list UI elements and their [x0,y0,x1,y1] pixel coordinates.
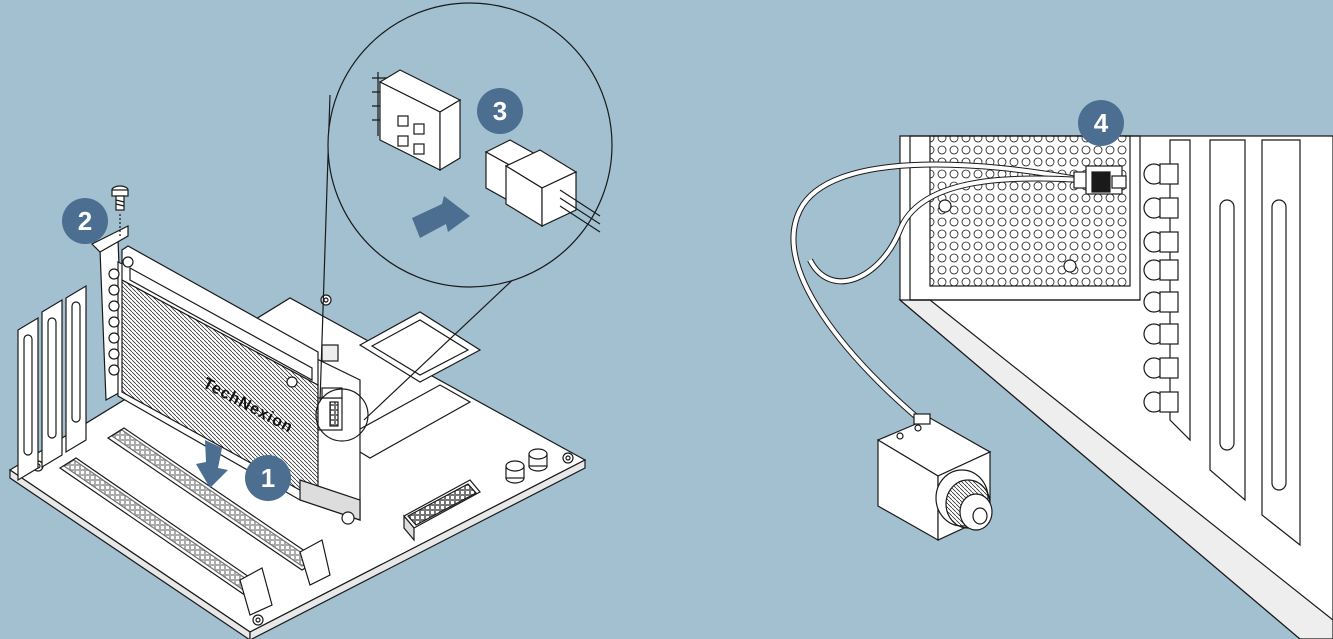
atx-connector [403,479,481,542]
capture-card [90,225,361,525]
pcie-slot [106,427,331,586]
bracket-screw [111,185,129,238]
capacitor [505,448,548,484]
insert-arrow [196,440,228,488]
rear-io-brackets [17,284,87,482]
camera-ports [1143,163,1179,413]
expansion-slots [1169,139,1301,547]
power-cable-plug [484,139,601,233]
step-2-badge: 2 [62,198,108,244]
pcie-slot [58,457,273,616]
power-connector-socket [372,69,462,172]
camera-module [876,413,993,542]
psu-vent [909,135,1141,301]
camera-cable-plug [1073,165,1127,195]
pc-case-rear [898,135,1333,639]
connect-arrow [412,196,470,238]
step-3-badge: 3 [477,88,523,134]
heatsink [121,245,319,502]
camera-cable [790,161,1083,423]
step-4-badge: 4 [1078,100,1124,146]
step-1-badge: 1 [245,455,291,501]
